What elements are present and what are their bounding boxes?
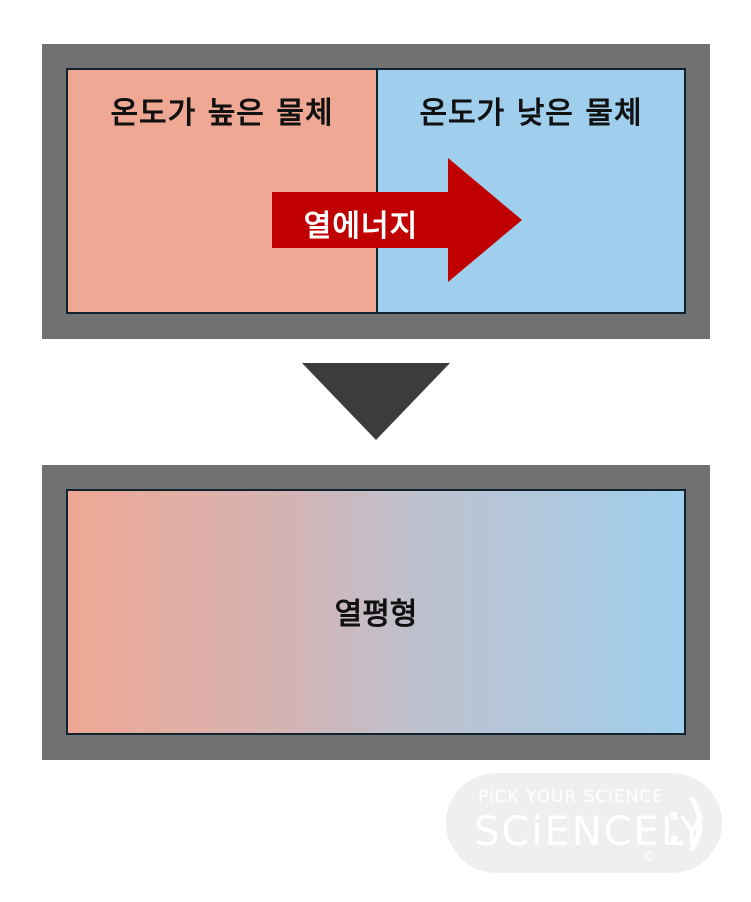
before-diagram-frame: 온도가 높은 물체 온도가 낮은 물체 열에너지 — [42, 44, 710, 339]
after-diagram-frame: 열평형 — [42, 465, 710, 760]
cold-object-label: 온도가 낮은 물체 — [419, 96, 643, 131]
thermal-equilibrium-label: 열평형 — [334, 597, 418, 632]
heat-flow-arrow-icon — [272, 158, 522, 282]
thermal-equilibrium-box: 열평형 — [66, 489, 686, 735]
hot-object: 온도가 높은 물체 — [68, 70, 378, 312]
sciencely-logo: PiCK YOUR SCiENCE SCiENCELY :) © — [446, 773, 722, 873]
logo-tagline: PiCK YOUR SCiENCE — [478, 787, 664, 807]
copyright-icon: © — [642, 849, 656, 865]
smile-icon: :) — [664, 788, 708, 858]
contact-box: 온도가 높은 물체 온도가 낮은 물체 열에너지 — [66, 68, 686, 314]
cold-object: 온도가 낮은 물체 — [378, 70, 684, 312]
down-triangle-icon — [302, 363, 450, 440]
logo-name: SCiENCELY — [474, 809, 707, 855]
hot-object-label: 온도가 높은 물체 — [110, 96, 334, 131]
heat-energy-label: 열에너지 — [303, 209, 419, 244]
